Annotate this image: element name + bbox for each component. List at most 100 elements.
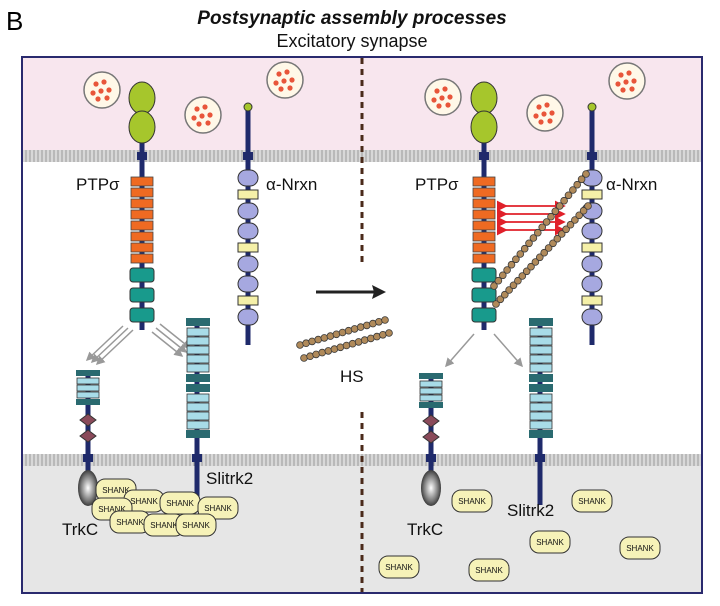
hs-bead: [551, 207, 560, 216]
hs-bead: [514, 276, 522, 285]
hs-bead: [549, 239, 557, 248]
hs-bead: [494, 276, 503, 285]
svg-text:SHANK: SHANK: [385, 563, 413, 572]
trkc-left: [76, 370, 100, 506]
hs-bead: [566, 220, 575, 229]
hs-bead: [512, 255, 520, 264]
hs-bead: [529, 234, 538, 242]
hs-bead: [571, 216, 579, 224]
shank-protein: SHANK: [619, 536, 661, 560]
hs-bead: [577, 175, 586, 184]
ptp-sigma-left: [128, 81, 156, 330]
shank-protein: SHANK: [468, 558, 510, 582]
slitrk2-right: [529, 318, 553, 505]
transition-arrow: [316, 285, 386, 299]
diagram-subtitle: Excitatory synapse: [276, 31, 427, 51]
trkc-right-label: TrkC: [407, 520, 443, 539]
hs-bead: [564, 191, 573, 200]
hs-bead: [500, 290, 509, 299]
diagram-title: Postsynaptic assembly processes: [197, 8, 506, 29]
hs-bead: [496, 295, 505, 304]
shank-scattered-right: SHANK SHANK SHANK SHANK SHANK SHANK: [378, 489, 661, 582]
hs-bead: [579, 206, 588, 215]
svg-text:SHANK: SHANK: [102, 486, 130, 495]
panel-letter: B: [6, 6, 23, 36]
hs-bead: [525, 239, 533, 248]
hs-bead: [522, 267, 531, 276]
hs-label: HS: [340, 367, 364, 386]
svg-text:SHANK: SHANK: [536, 538, 564, 547]
hs-bead: [385, 329, 393, 337]
shank-protein: SHANK: [197, 496, 239, 520]
svg-text:SHANK: SHANK: [458, 497, 486, 506]
hs-bead: [557, 230, 566, 238]
trkc-right: [419, 373, 443, 506]
hs-bead: [531, 258, 540, 266]
shank-protein: SHANK: [451, 489, 493, 513]
presynaptic-membrane: [22, 150, 702, 162]
vesicle: [266, 61, 304, 99]
hs-bead: [569, 186, 577, 194]
shank-protein: SHANK: [378, 555, 420, 579]
alpha-nrxn-right-label: α-Nrxn: [606, 175, 657, 194]
hs-bead: [498, 271, 507, 280]
svg-text:SHANK: SHANK: [182, 521, 210, 530]
hs-bead: [538, 223, 546, 232]
interaction-arrows-right: [445, 333, 523, 368]
shank-protein: SHANK: [159, 491, 201, 515]
hs-bead: [520, 244, 529, 253]
hs-bead: [540, 248, 548, 257]
frame-border: [21, 56, 703, 594]
hs-bead: [535, 253, 544, 262]
heparan-sulfate-chain: [296, 316, 393, 362]
ptp-sigma-left-label: PTPσ: [76, 175, 120, 194]
hs-bead: [555, 202, 564, 210]
svg-text:SHANK: SHANK: [626, 544, 654, 553]
hs-bead: [544, 244, 553, 252]
hs-bead: [518, 272, 527, 280]
hs-bead: [503, 266, 511, 274]
hs-bead: [381, 316, 389, 324]
alpha-nrxn-left-label: α-Nrxn: [266, 175, 317, 194]
ptp-sigma-right: [470, 81, 498, 330]
hs-bead: [527, 262, 535, 271]
alpha-nrxn-right: [581, 102, 603, 345]
hs-bead: [509, 281, 518, 290]
shank-protein: SHANK: [175, 513, 217, 537]
svg-text:SHANK: SHANK: [116, 518, 144, 527]
shank-protein: SHANK: [571, 489, 613, 513]
hs-bead: [575, 211, 583, 220]
vesicle: [608, 62, 646, 100]
svg-text:SHANK: SHANK: [578, 497, 606, 506]
hs-bead: [573, 180, 581, 189]
slitrk2-right-label: Slitrk2: [507, 501, 554, 520]
hs-bead: [505, 286, 513, 294]
hs-bead: [533, 228, 542, 237]
hs-bead: [584, 202, 592, 210]
shank-protein: SHANK: [529, 530, 571, 554]
vesicle: [424, 78, 462, 116]
svg-text:SHANK: SHANK: [98, 505, 126, 514]
hs-bead: [553, 234, 562, 243]
hs-bead: [582, 170, 590, 178]
svg-text:SHANK: SHANK: [150, 521, 178, 530]
slitrk2-left-label: Slitrk2: [206, 469, 253, 488]
hs-bead: [516, 250, 525, 258]
ptp-sigma-right-label: PTPσ: [415, 175, 459, 194]
trkc-left-label: TrkC: [62, 520, 98, 539]
hs-bead: [562, 225, 570, 234]
shank-cluster-left: SHANK SHANK SHANK SHANK SHANK SHANK SHAN…: [91, 478, 239, 537]
svg-text:SHANK: SHANK: [204, 504, 232, 513]
slitrk2-left: [186, 318, 210, 505]
interaction-arrows-left: [85, 323, 192, 366]
svg-text:SHANK: SHANK: [475, 566, 503, 575]
synaptic-vesicles: [83, 61, 646, 134]
vesicle: [83, 71, 121, 109]
svg-text:SHANK: SHANK: [166, 499, 194, 508]
svg-text:SHANK: SHANK: [130, 497, 158, 506]
hs-bead: [492, 300, 500, 308]
heparan-sulfate-bound: [490, 170, 592, 308]
hs-bead: [560, 196, 568, 205]
alpha-nrxn-left: [237, 102, 259, 345]
